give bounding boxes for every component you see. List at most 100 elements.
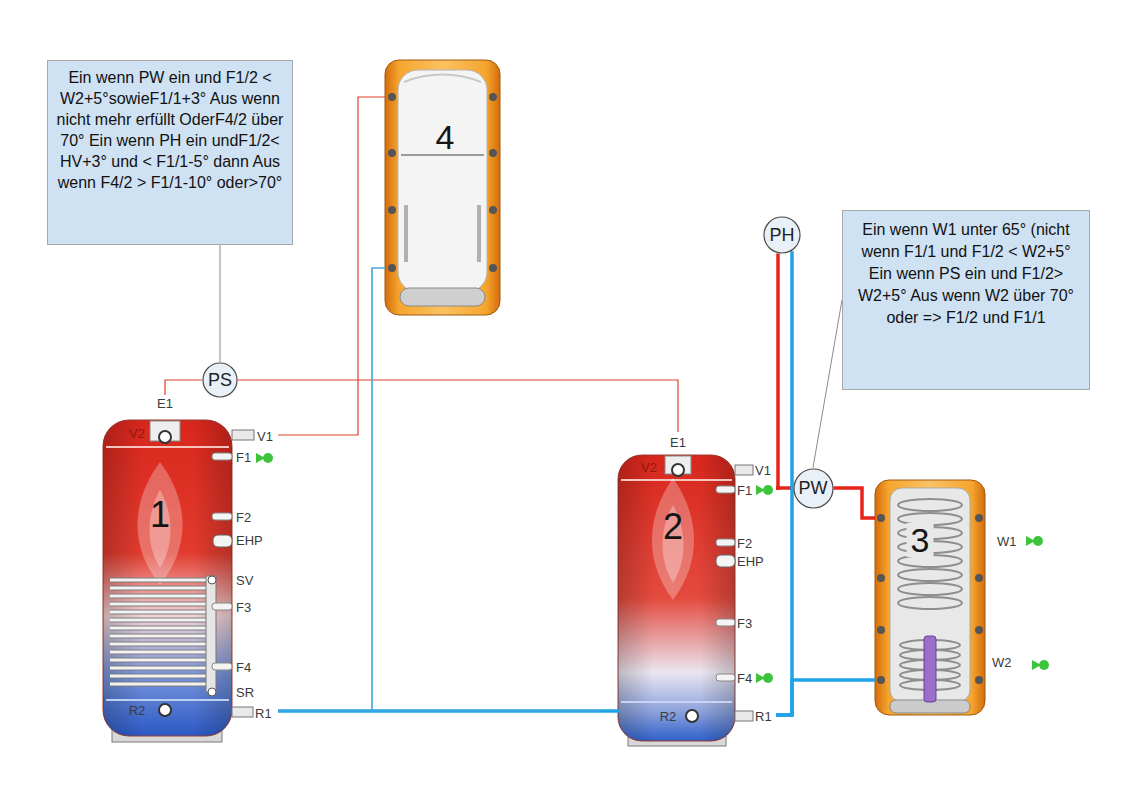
port-label: F3 xyxy=(737,616,752,631)
tank-3-drawing-part xyxy=(975,574,983,582)
sensor-marker-part xyxy=(1033,536,1043,546)
tank-1-drawing-part xyxy=(212,513,232,520)
sensor-label: W2 xyxy=(992,655,1012,670)
tank-1-drawing-part xyxy=(106,446,229,448)
pipe-line xyxy=(165,380,202,395)
leader-line xyxy=(813,300,842,468)
tank-2-drawing-part xyxy=(716,674,735,681)
port-label: V2 xyxy=(641,460,657,475)
tank-2-drawing-part xyxy=(716,486,735,493)
tank-1-drawing-part xyxy=(212,453,232,460)
tank-4-drawing-part xyxy=(489,264,497,272)
tank-2-drawing-part xyxy=(716,555,735,567)
null-part-part xyxy=(898,597,962,609)
port-label: F4 xyxy=(236,660,251,675)
tank-1-drawing-part xyxy=(150,490,171,568)
tank-2-drawing-part xyxy=(621,701,732,703)
tank-3-drawing-part xyxy=(875,480,985,715)
pipe-line xyxy=(238,380,678,432)
tank-2-drawing xyxy=(600,455,753,746)
tank-4-drawing-part xyxy=(388,93,396,101)
port-label: V2 xyxy=(129,426,145,441)
tank-1-drawing-part xyxy=(103,420,232,736)
pipe-line xyxy=(776,680,875,715)
tank-2-drawing-part xyxy=(716,619,735,626)
port-label: F1 xyxy=(236,450,251,465)
pump-outline xyxy=(794,469,833,508)
tank-4-drawing-part xyxy=(388,149,396,157)
tank-number: 2 xyxy=(663,509,683,545)
port-label: R2 xyxy=(660,709,677,724)
port-label: F2 xyxy=(236,510,251,525)
tank-4-drawing-part xyxy=(489,149,497,157)
tank-1-drawing-part xyxy=(159,431,171,443)
sensor-marker-part xyxy=(1039,660,1049,670)
pipe-line xyxy=(278,97,385,435)
note-box: Ein wenn PW ein und F1/2 < W2+5°sowieF1/… xyxy=(47,60,293,245)
leader-line xyxy=(219,245,220,362)
pump-label: PW xyxy=(799,479,828,497)
tank-1-drawing xyxy=(103,420,254,742)
tank-3-drawing-part xyxy=(975,676,983,684)
tank-1-drawing-part xyxy=(208,576,216,584)
tank-1-drawing-part xyxy=(110,580,210,684)
pump-outline xyxy=(764,217,800,253)
tank-1-drawing-part xyxy=(110,580,210,684)
tank-1-drawing-part xyxy=(232,430,254,440)
tank-4-drawing-part xyxy=(401,154,484,156)
port-label: R1 xyxy=(755,709,772,724)
port-label: SV xyxy=(236,573,253,588)
tank-4-drawing-part xyxy=(404,75,481,83)
pump-circle: PW xyxy=(793,468,834,509)
port-label: F2 xyxy=(737,536,752,551)
note-text: Ein wenn W1 unter 65° (nicht wenn F1/1 u… xyxy=(848,219,1084,329)
port-label: V1 xyxy=(257,429,273,444)
port-label: E1 xyxy=(157,396,173,411)
port-label: SR xyxy=(236,685,254,700)
pipe-line xyxy=(776,251,792,715)
tank-4-drawing-part xyxy=(406,205,479,262)
tank-2-drawing-part xyxy=(686,710,698,722)
pipe-line xyxy=(834,488,876,518)
tank-1-drawing-part xyxy=(212,603,232,610)
tank-3-drawing-part xyxy=(924,636,936,702)
tank-3-drawing xyxy=(875,480,985,715)
tank-1-drawing-part xyxy=(206,576,216,692)
tank-1-drawing-part xyxy=(106,699,229,701)
sensor-marker-part xyxy=(763,673,773,683)
tank-3-drawing-part xyxy=(877,574,885,582)
tank-2-drawing-part xyxy=(672,464,684,476)
storage-tank: 4 xyxy=(385,60,500,315)
port-label: R2 xyxy=(129,703,146,718)
tank-2-drawing-part xyxy=(621,479,732,481)
tank-4-drawing-part xyxy=(388,264,396,272)
tank-1-drawing-part xyxy=(213,535,232,547)
tank-1-drawing-part xyxy=(208,688,216,696)
tank-1-drawing-part xyxy=(159,704,171,716)
tank-4-drawing-part xyxy=(385,60,500,315)
sensor-marker-part xyxy=(263,453,273,463)
sensor-marker-part xyxy=(763,485,773,495)
tank-2-drawing-part xyxy=(735,711,753,721)
pipe-line xyxy=(372,268,600,711)
tank-4-drawing-part xyxy=(388,206,396,214)
port-label: EHP xyxy=(737,554,764,569)
tank-3-drawing-part xyxy=(877,626,885,634)
null-part-part xyxy=(898,583,962,595)
null-part-part xyxy=(898,569,962,581)
tank-1-drawing-part xyxy=(103,420,232,736)
tank-2-drawing-part xyxy=(663,505,684,583)
tank-2-drawing-part xyxy=(618,455,735,741)
tank-2-drawing-part xyxy=(600,709,620,713)
tank-3-drawing-part xyxy=(877,676,885,684)
pump-outline xyxy=(203,363,237,397)
note-box: Ein wenn W1 unter 65° (nicht wenn F1/1 u… xyxy=(842,210,1090,390)
sensor-marker xyxy=(256,453,1049,683)
tank-4-drawing-part xyxy=(489,93,497,101)
tank-3-drawing-part xyxy=(975,514,983,522)
tank-number: 4 xyxy=(436,120,455,154)
tank-3-drawing-part xyxy=(975,626,983,634)
storage-tank: 3 xyxy=(875,478,987,718)
sensor-label: W1 xyxy=(997,534,1017,549)
port-label: F1 xyxy=(737,483,752,498)
